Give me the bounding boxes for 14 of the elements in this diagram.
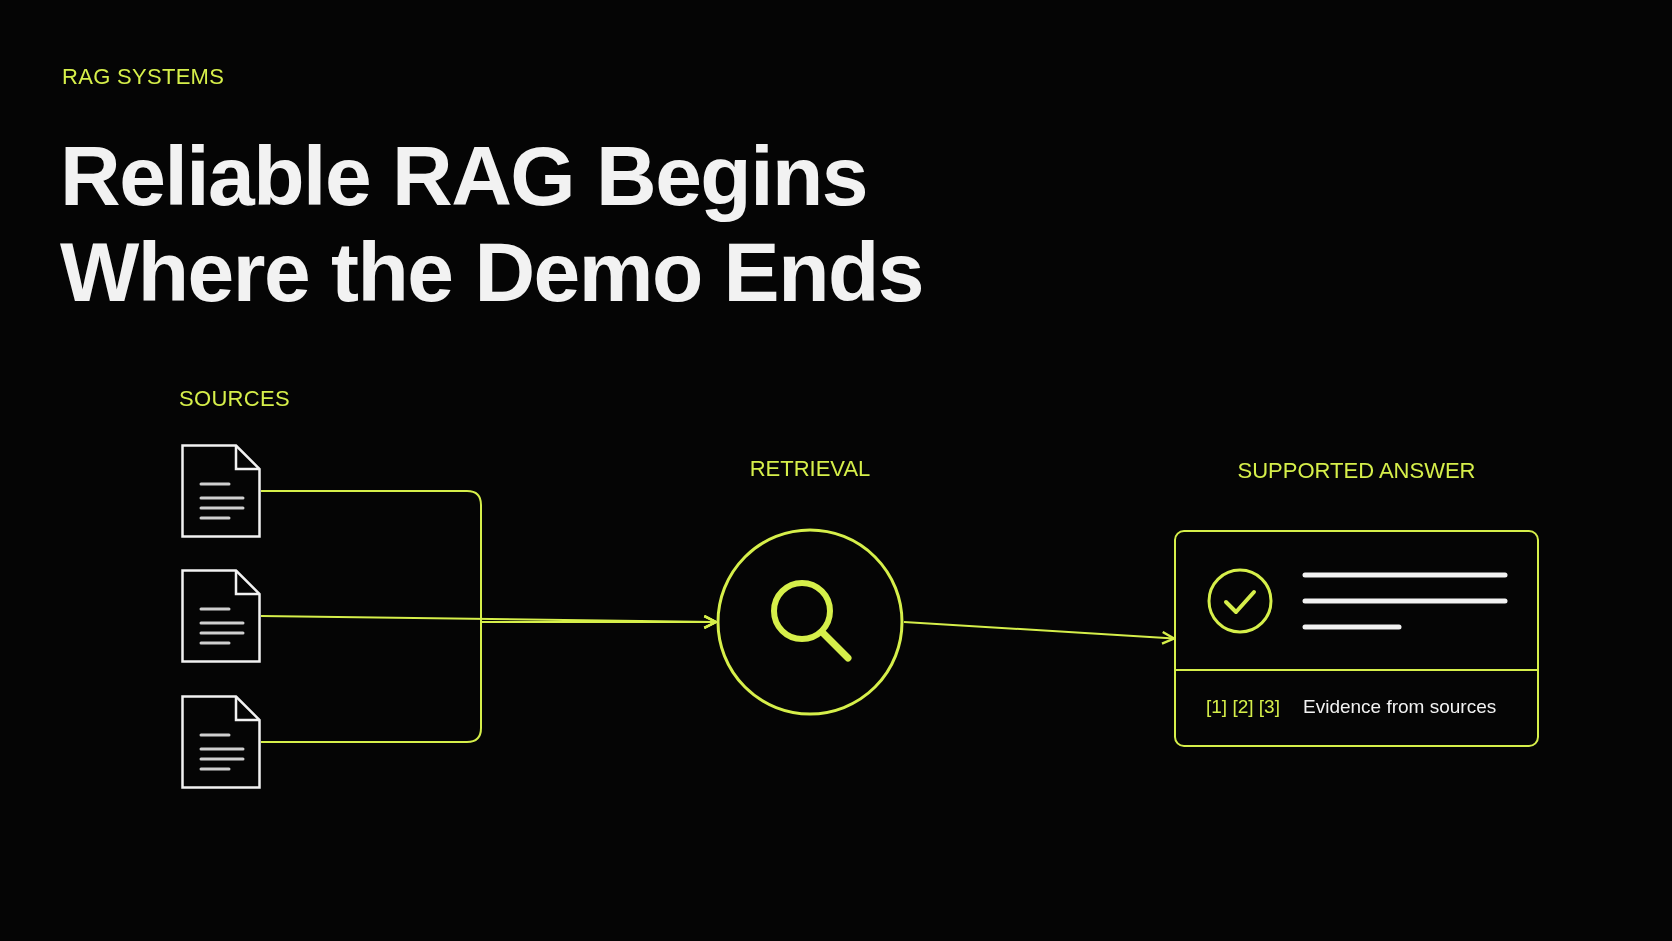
retrieval-circle [716, 528, 904, 716]
connector-arrow [903, 621, 1176, 645]
evidence-caption: Evidence from sources [1303, 696, 1497, 718]
document-icon [181, 695, 261, 789]
document-icon [181, 444, 261, 538]
document-icon [181, 569, 261, 663]
group-heading: SOURCES [179, 386, 290, 412]
stage-heading: RETRIEVAL [749, 456, 871, 482]
section-eyebrow: RAG SYSTEMS [62, 64, 225, 90]
title: Reliable RAG Begins Where the Demo Ends [60, 128, 924, 320]
answer-card [1174, 530, 1539, 747]
citation-markers: [1] [2] [3] [1206, 696, 1280, 718]
connector-arrow [260, 615, 718, 743]
stage-heading: SUPPORTED ANSWER [1237, 458, 1476, 484]
